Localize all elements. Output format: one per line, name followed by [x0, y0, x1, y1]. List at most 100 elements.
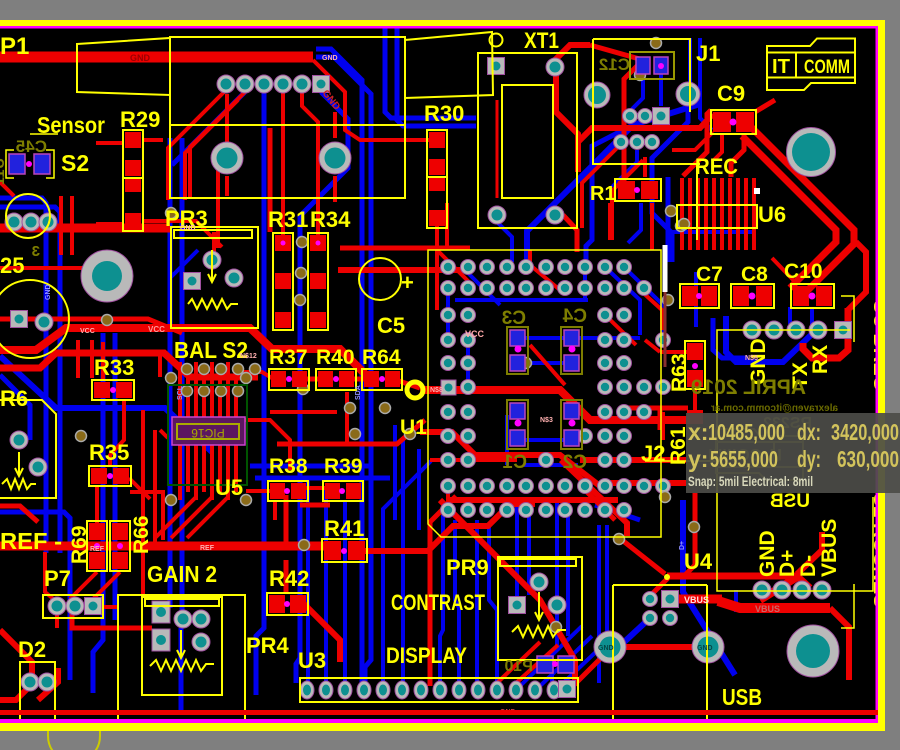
- svg-text:P1: P1: [0, 33, 29, 60]
- svg-text:dx:: dx:: [797, 419, 821, 445]
- svg-text:C12: C12: [599, 55, 630, 74]
- svg-text:COMM: COMM: [804, 57, 850, 78]
- svg-text:C5: C5: [377, 313, 405, 338]
- svg-text:S2: S2: [61, 150, 89, 176]
- svg-text:J2: J2: [641, 441, 665, 466]
- svg-text:GND: GND: [747, 338, 770, 385]
- svg-text:R33: R33: [94, 355, 134, 380]
- svg-text:P7: P7: [44, 566, 71, 591]
- svg-text:C2: C2: [563, 452, 587, 473]
- svg-text:RX: RX: [809, 345, 832, 374]
- svg-text:DISPLAY: DISPLAY: [386, 643, 467, 668]
- svg-text:R66: R66: [130, 515, 153, 554]
- svg-text:SCL: SCL: [177, 385, 184, 400]
- svg-text:USB: USB: [770, 491, 810, 512]
- svg-text:BAL S2: BAL S2: [174, 337, 248, 363]
- svg-text:SDA: SDA: [355, 385, 362, 400]
- svg-text:GND: GND: [45, 284, 52, 300]
- svg-text:N$6: N$6: [745, 355, 758, 362]
- svg-text:R29: R29: [120, 107, 160, 132]
- svg-text:alexraven@itcomm.com.ar: alexraven@itcomm.com.ar: [711, 403, 838, 414]
- svg-text:R61: R61: [667, 426, 690, 465]
- svg-text:C3: C3: [502, 308, 526, 329]
- svg-text:GND: GND: [322, 55, 338, 62]
- svg-text:D-: D-: [797, 555, 820, 577]
- svg-text:GND: GND: [598, 645, 614, 652]
- svg-text:10485,000: 10485,000: [708, 419, 785, 445]
- svg-text:R6: R6: [0, 386, 28, 411]
- svg-text:REF: REF: [90, 546, 105, 553]
- svg-text:R63: R63: [668, 353, 691, 392]
- svg-text:CONTRAST: CONTRAST: [391, 590, 485, 615]
- svg-text:R41: R41: [324, 516, 364, 541]
- svg-text:x:: x:: [688, 419, 708, 445]
- svg-text:5655,000: 5655,000: [710, 446, 778, 472]
- svg-text:PR3: PR3: [165, 206, 208, 231]
- svg-text:N$3: N$3: [540, 417, 553, 424]
- svg-text:Snap: 5mil Electrical: 8mil: Snap: 5mil Electrical: 8mil: [688, 473, 813, 489]
- svg-text:N$8: N$8: [430, 387, 443, 394]
- svg-text:R1: R1: [590, 183, 616, 205]
- svg-text:TX: TX: [789, 362, 812, 389]
- svg-text:R40: R40: [316, 346, 355, 369]
- svg-text:D+: D+: [679, 541, 686, 550]
- svg-text:R42: R42: [269, 566, 309, 591]
- svg-text:VBUS: VBUS: [818, 519, 841, 577]
- svg-text:IT: IT: [772, 56, 790, 78]
- svg-text:C1: C1: [502, 452, 527, 473]
- svg-text:XT1: XT1: [524, 28, 559, 53]
- svg-text:J1: J1: [696, 41, 720, 66]
- svg-text:3420,000: 3420,000: [831, 419, 899, 445]
- svg-text:C45: C45: [16, 137, 47, 156]
- svg-text:630,000: 630,000: [837, 446, 899, 472]
- svg-text:C10: C10: [784, 260, 823, 283]
- svg-text:Sensor: Sensor: [37, 112, 105, 138]
- svg-text:PR4: PR4: [246, 633, 290, 658]
- svg-text:VBUS: VBUS: [755, 604, 780, 614]
- svg-text:R30: R30: [424, 101, 464, 126]
- svg-text:PIC16: PIC16: [191, 426, 225, 440]
- svg-text:C7: C7: [696, 263, 723, 286]
- svg-text:3: 3: [32, 243, 40, 260]
- svg-text:GND: GND: [130, 53, 151, 63]
- svg-text:U11: U11: [0, 158, 8, 185]
- svg-text:R64: R64: [362, 346, 401, 369]
- svg-text:GND: GND: [180, 225, 196, 232]
- svg-text:D2: D2: [18, 637, 46, 662]
- svg-text:D+: D+: [776, 550, 799, 577]
- svg-text:P10: P10: [504, 658, 533, 675]
- svg-text:dy:: dy:: [797, 446, 821, 472]
- svg-text:PR9: PR9: [446, 555, 489, 580]
- svg-text:C8: C8: [741, 263, 768, 286]
- svg-text:+: +: [401, 270, 414, 295]
- svg-text:VCC: VCC: [80, 328, 95, 335]
- svg-text:R39: R39: [324, 455, 363, 478]
- svg-text:y:: y:: [688, 446, 708, 472]
- svg-text:U6: U6: [758, 202, 786, 227]
- svg-text:APRIL 2019: APRIL 2019: [691, 376, 806, 399]
- svg-text:REF -: REF -: [0, 528, 62, 554]
- svg-text:R35: R35: [89, 440, 129, 465]
- svg-text:U4: U4: [684, 549, 713, 574]
- svg-text:U3: U3: [298, 648, 326, 673]
- svg-text:GND: GND: [756, 530, 779, 577]
- svg-text:GAIN 2: GAIN 2: [147, 561, 217, 587]
- svg-text:U1: U1: [400, 416, 427, 439]
- svg-text:C4: C4: [562, 306, 587, 327]
- svg-text:R31: R31: [268, 207, 308, 232]
- svg-text:U5: U5: [215, 475, 243, 500]
- svg-text:VCC: VCC: [148, 325, 165, 334]
- svg-text:R38: R38: [269, 455, 308, 478]
- svg-text:25: 25: [0, 253, 24, 278]
- svg-text:VCC: VCC: [465, 329, 485, 339]
- svg-text:REF: REF: [200, 545, 215, 552]
- svg-text:N$12: N$12: [240, 353, 257, 360]
- svg-text:USB: USB: [722, 684, 762, 710]
- svg-text:R69: R69: [68, 525, 91, 564]
- svg-text:REC: REC: [695, 154, 738, 179]
- svg-text:C9: C9: [717, 81, 745, 106]
- svg-text:R37: R37: [269, 346, 308, 369]
- svg-text:R34: R34: [310, 207, 351, 232]
- svg-text:VBUS: VBUS: [684, 595, 709, 605]
- svg-text:GND: GND: [697, 645, 713, 652]
